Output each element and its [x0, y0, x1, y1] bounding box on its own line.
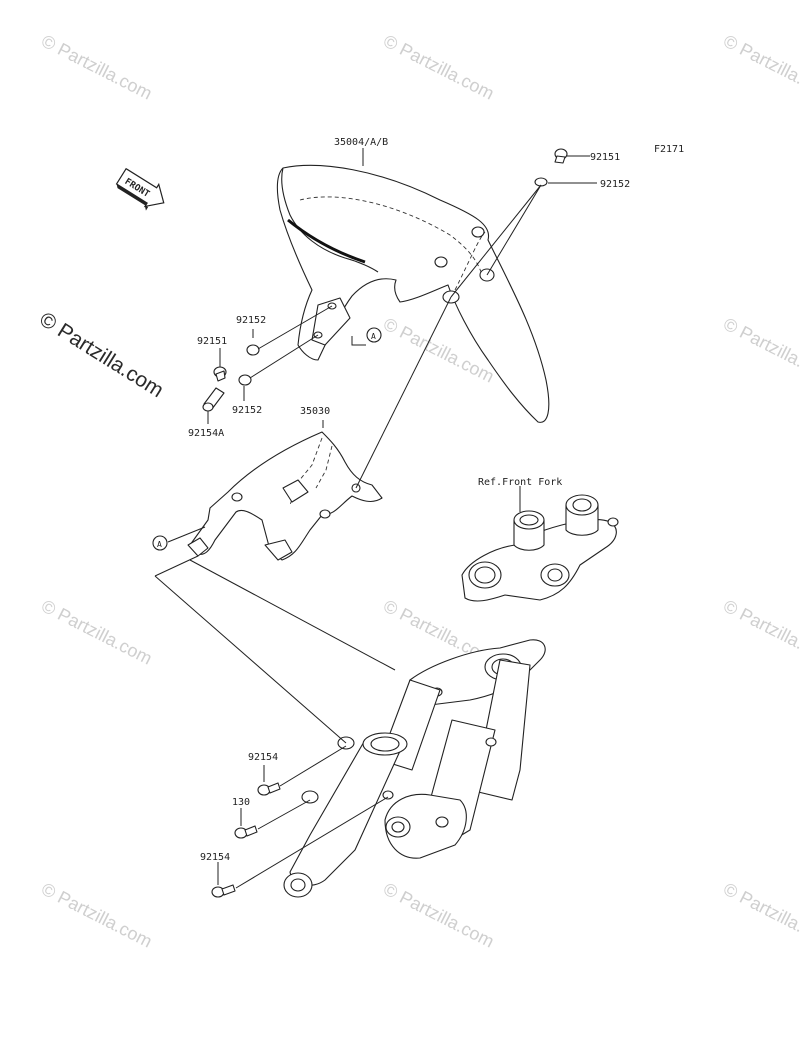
bolt-fork-upper-icon: [257, 782, 281, 796]
watermark: © Partzilla.com: [38, 31, 155, 104]
stud-left-icon: [202, 387, 225, 412]
watermark: © Partzilla.com: [380, 31, 497, 104]
washer-top-icon: [534, 177, 548, 187]
watermark: © Partzilla.com: [38, 596, 155, 669]
part-label-bolt-left[interactable]: 92151: [197, 336, 227, 347]
part-label-fender[interactable]: 35004/A/B: [334, 137, 388, 148]
part-label-washer-left-upper[interactable]: 92152: [236, 315, 266, 326]
bolt-fork-mid-icon: [234, 825, 258, 839]
washer-left-upper-icon: [246, 344, 260, 356]
part-label-bracket[interactable]: 35030: [300, 406, 330, 417]
watermark: © Partzilla.com: [720, 879, 800, 952]
washer-left-lower-icon: [238, 374, 252, 386]
part-label-bolt-fork-upper[interactable]: 92154: [248, 752, 278, 763]
watermark: © Partzilla.com: [380, 879, 497, 952]
watermark: © Partzilla.com: [720, 31, 800, 104]
callout-letter: A: [157, 540, 162, 549]
part-label-washer-left-lower[interactable]: 92152: [232, 405, 262, 416]
callout-a-bracket: A: [152, 535, 168, 551]
bolt-fork-lower-icon: [211, 884, 236, 898]
bolt-left-icon: [213, 366, 227, 382]
front-fender: [276, 164, 550, 423]
watermark: © Partzilla.com: [38, 879, 155, 952]
front-fork: [283, 494, 619, 898]
watermark: © Partzilla.com: [720, 314, 800, 387]
callout-letter: A: [371, 332, 376, 341]
watermark-main: © Partzilla.com: [35, 308, 167, 402]
part-label-washer-top[interactable]: 92152: [600, 179, 630, 190]
part-label-bolt-top[interactable]: 92151: [590, 152, 620, 163]
diagram-id: F2171: [654, 144, 684, 155]
callout-a-fender: A: [366, 327, 382, 343]
part-label-bolt-fork-lower[interactable]: 92154: [200, 852, 230, 863]
part-label-stud-left[interactable]: 92154A: [188, 428, 224, 439]
part-label-bolt-fork-mid[interactable]: 130: [232, 797, 250, 808]
reference-label: Ref.Front Fork: [478, 477, 562, 488]
bolt-top-icon: [554, 148, 568, 164]
fender-bracket: [187, 431, 383, 561]
leader-lines: [154, 148, 597, 889]
watermark: © Partzilla.com: [720, 596, 800, 669]
front-arrow-icon: FRONT: [115, 167, 165, 211]
